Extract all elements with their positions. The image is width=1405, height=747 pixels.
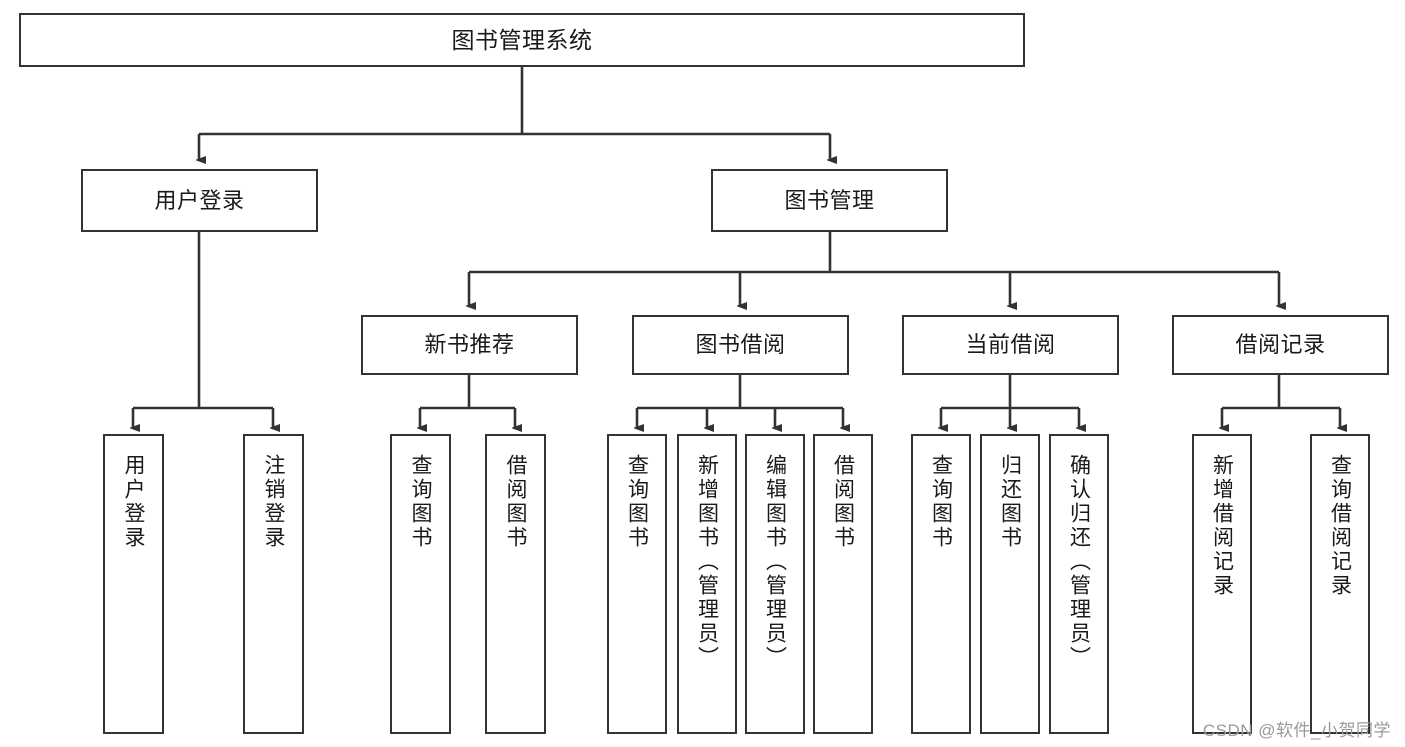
- node-book-borrow-label: 图书借阅: [695, 332, 786, 358]
- node-leaf-query-book-1[interactable]: 查询图书: [390, 434, 451, 734]
- node-user-login[interactable]: 用户登录: [81, 169, 318, 232]
- node-leaf-add-record[interactable]: 新增借阅记录: [1192, 434, 1252, 734]
- node-new-book-recommend-label: 新书推荐: [424, 332, 515, 358]
- node-leaf-user-logout[interactable]: 注销登录: [243, 434, 304, 734]
- node-leaf-query-book-2-label: 查询图书: [625, 454, 649, 550]
- node-leaf-add-book-label: 新增图书（管理员）: [695, 454, 719, 670]
- node-user-login-label: 用户登录: [154, 187, 245, 213]
- node-leaf-return-book[interactable]: 归还图书: [980, 434, 1040, 734]
- node-leaf-query-book-3[interactable]: 查询图书: [911, 434, 971, 734]
- node-leaf-return-book-label: 归还图书: [998, 454, 1022, 550]
- node-root-label: 图书管理系统: [451, 26, 593, 53]
- node-book-borrow[interactable]: 图书借阅: [632, 315, 849, 375]
- node-leaf-edit-book[interactable]: 编辑图书（管理员）: [745, 434, 805, 734]
- node-book-manage[interactable]: 图书管理: [711, 169, 948, 232]
- node-leaf-confirm-return[interactable]: 确认归还（管理员）: [1049, 434, 1109, 734]
- node-leaf-query-book-3-label: 查询图书: [929, 454, 953, 550]
- node-leaf-borrow-book-2[interactable]: 借阅图书: [813, 434, 873, 734]
- node-borrow-record-label: 借阅记录: [1235, 332, 1326, 358]
- node-leaf-query-book-1-label: 查询图书: [409, 454, 432, 550]
- node-leaf-borrow-book-1[interactable]: 借阅图书: [485, 434, 546, 734]
- node-current-borrow-label: 当前借阅: [965, 332, 1056, 358]
- watermark: CSDN @软件_小贺同学: [1202, 721, 1391, 740]
- node-leaf-borrow-book-1-label: 借阅图书: [504, 454, 527, 550]
- node-leaf-confirm-return-label: 确认归还（管理员）: [1067, 454, 1091, 670]
- node-new-book-recommend[interactable]: 新书推荐: [361, 315, 578, 375]
- node-leaf-query-record-label: 查询借阅记录: [1328, 454, 1352, 598]
- node-current-borrow[interactable]: 当前借阅: [902, 315, 1119, 375]
- node-leaf-add-record-label: 新增借阅记录: [1210, 454, 1234, 598]
- node-book-manage-label: 图书管理: [784, 187, 875, 213]
- node-leaf-user-login[interactable]: 用户登录: [103, 434, 164, 734]
- node-leaf-user-login-label: 用户登录: [122, 454, 145, 550]
- node-borrow-record[interactable]: 借阅记录: [1172, 315, 1389, 375]
- node-leaf-add-book[interactable]: 新增图书（管理员）: [677, 434, 737, 734]
- node-leaf-query-record[interactable]: 查询借阅记录: [1310, 434, 1370, 734]
- node-leaf-user-logout-label: 注销登录: [262, 454, 285, 550]
- node-leaf-query-book-2[interactable]: 查询图书: [607, 434, 667, 734]
- node-leaf-borrow-book-2-label: 借阅图书: [831, 454, 855, 550]
- node-root[interactable]: 图书管理系统: [19, 13, 1025, 67]
- node-leaf-edit-book-label: 编辑图书（管理员）: [763, 454, 787, 670]
